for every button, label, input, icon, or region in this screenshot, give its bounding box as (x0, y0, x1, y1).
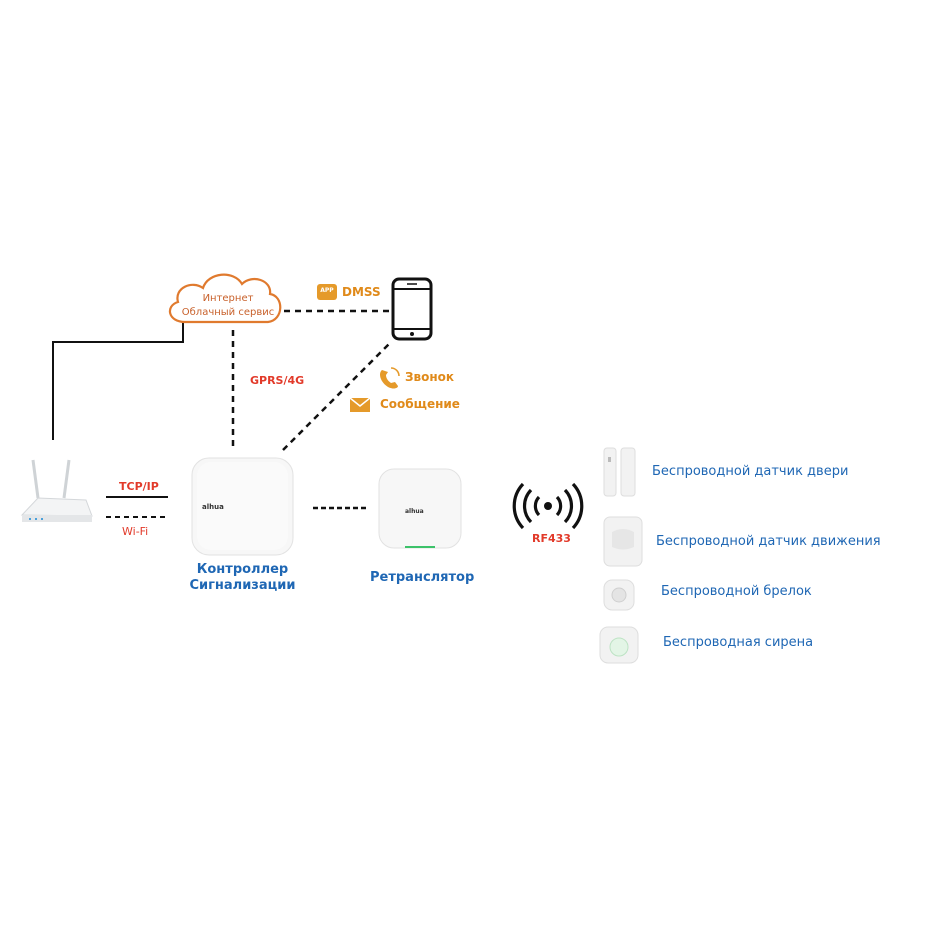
wifi-label: Wi-Fi (122, 525, 149, 538)
device-label-siren: Беспроводная сирена (663, 635, 814, 650)
alarm-controller-device (191, 457, 294, 556)
repeater-device (378, 468, 462, 549)
cloud-icon (168, 273, 282, 324)
app-icon (317, 284, 337, 300)
router-icon (20, 459, 93, 522)
rf433-label: RF433 (532, 532, 571, 545)
device-label-motion-sensor: Беспроводной датчик движения (656, 534, 881, 549)
key-fob-device (603, 579, 635, 611)
phone-call-icon (380, 367, 400, 389)
controller-label-line2: Сигнализации (189, 578, 296, 593)
app-badge-text: APP (320, 287, 334, 294)
repeater-label: Ретранслятор (370, 570, 475, 585)
router-cloud-line (52, 320, 184, 440)
tcp-ip-label: TCP/IP (119, 480, 159, 493)
cloud-label: Интернет Облачный сервис (173, 292, 283, 320)
mail-icon (349, 397, 371, 412)
controller-label-line1: Контроллер (196, 562, 289, 577)
gprs-label: GPRS/4G (250, 374, 305, 387)
call-label: Звонок (405, 370, 455, 384)
device-label-door-sensor: Беспроводной датчик двери (652, 464, 849, 479)
repeater-brand-logo: alhua (405, 508, 424, 515)
dmss-label: DMSS (342, 285, 381, 299)
cloud-label-line2: Облачный сервис (181, 307, 275, 318)
siren-device (599, 626, 639, 664)
controller-brand-logo: alhua (202, 503, 224, 511)
cloud-label-line1: Интернет (202, 293, 254, 304)
message-label: Сообщение (380, 397, 460, 411)
wireless-signal-icon (512, 482, 584, 530)
device-label-key-fob: Беспроводной брелок (661, 584, 812, 599)
door-sensor-device (603, 447, 636, 497)
smartphone-icon (391, 277, 433, 341)
controller-phone-line (282, 342, 391, 451)
motion-sensor-device (603, 516, 643, 567)
controller-label: Контроллер Сигнализации (185, 562, 300, 594)
